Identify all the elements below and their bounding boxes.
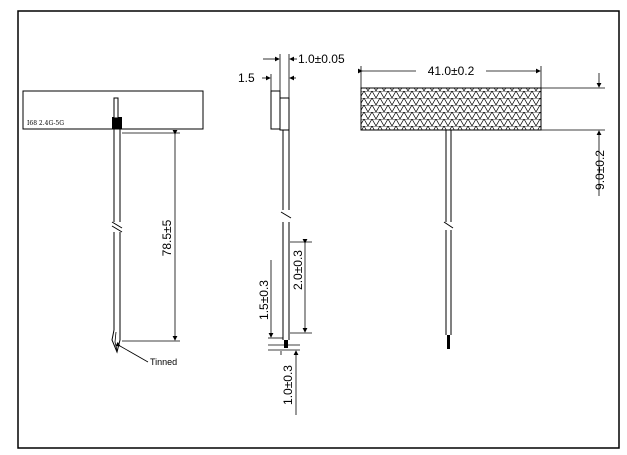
front-view: I68 2.4G-5G 78.5±5 Tinned	[22, 90, 204, 367]
antenna-mesh-board	[360, 87, 542, 131]
solder-joint	[112, 117, 122, 129]
drawing-border	[17, 10, 620, 449]
side-view: 1.0±0.05 1.5 2.0±0.3 1.5±0.3 1.0±0.3	[238, 52, 345, 415]
total-thickness-label: 1.5	[238, 71, 255, 85]
strip-length-b-label: 2.0±0.3	[291, 250, 305, 290]
cable-top	[113, 97, 119, 119]
board-profile	[270, 90, 281, 130]
top-view: 41.0±0.2 9.0±0.2	[358, 63, 607, 349]
break-mark	[443, 221, 454, 229]
tinned-end	[111, 329, 121, 354]
break-mark	[111, 225, 123, 233]
part-marking: I68 2.4G-5G	[27, 120, 64, 127]
break-mark	[111, 221, 123, 229]
cable-length-label: 78.5±5	[160, 219, 174, 256]
board-length-label: 41.0±0.2	[428, 64, 475, 78]
cable-profile-top	[279, 97, 290, 131]
length-label-bg	[416, 63, 486, 77]
strip-length-a-label: 1.5±0.3	[257, 280, 271, 320]
board-width-label: 9.0±0.2	[593, 150, 607, 190]
tip-length-label: 1.0±0.3	[281, 365, 295, 405]
plate-thickness-label: 1.0±0.05	[298, 52, 345, 66]
tinned-label: Tinned	[150, 357, 177, 367]
tinned-strands	[114, 331, 118, 351]
side-tip	[284, 340, 288, 348]
top-tip	[447, 335, 450, 349]
tinned-leader	[115, 341, 149, 363]
break-mark	[280, 211, 292, 219]
